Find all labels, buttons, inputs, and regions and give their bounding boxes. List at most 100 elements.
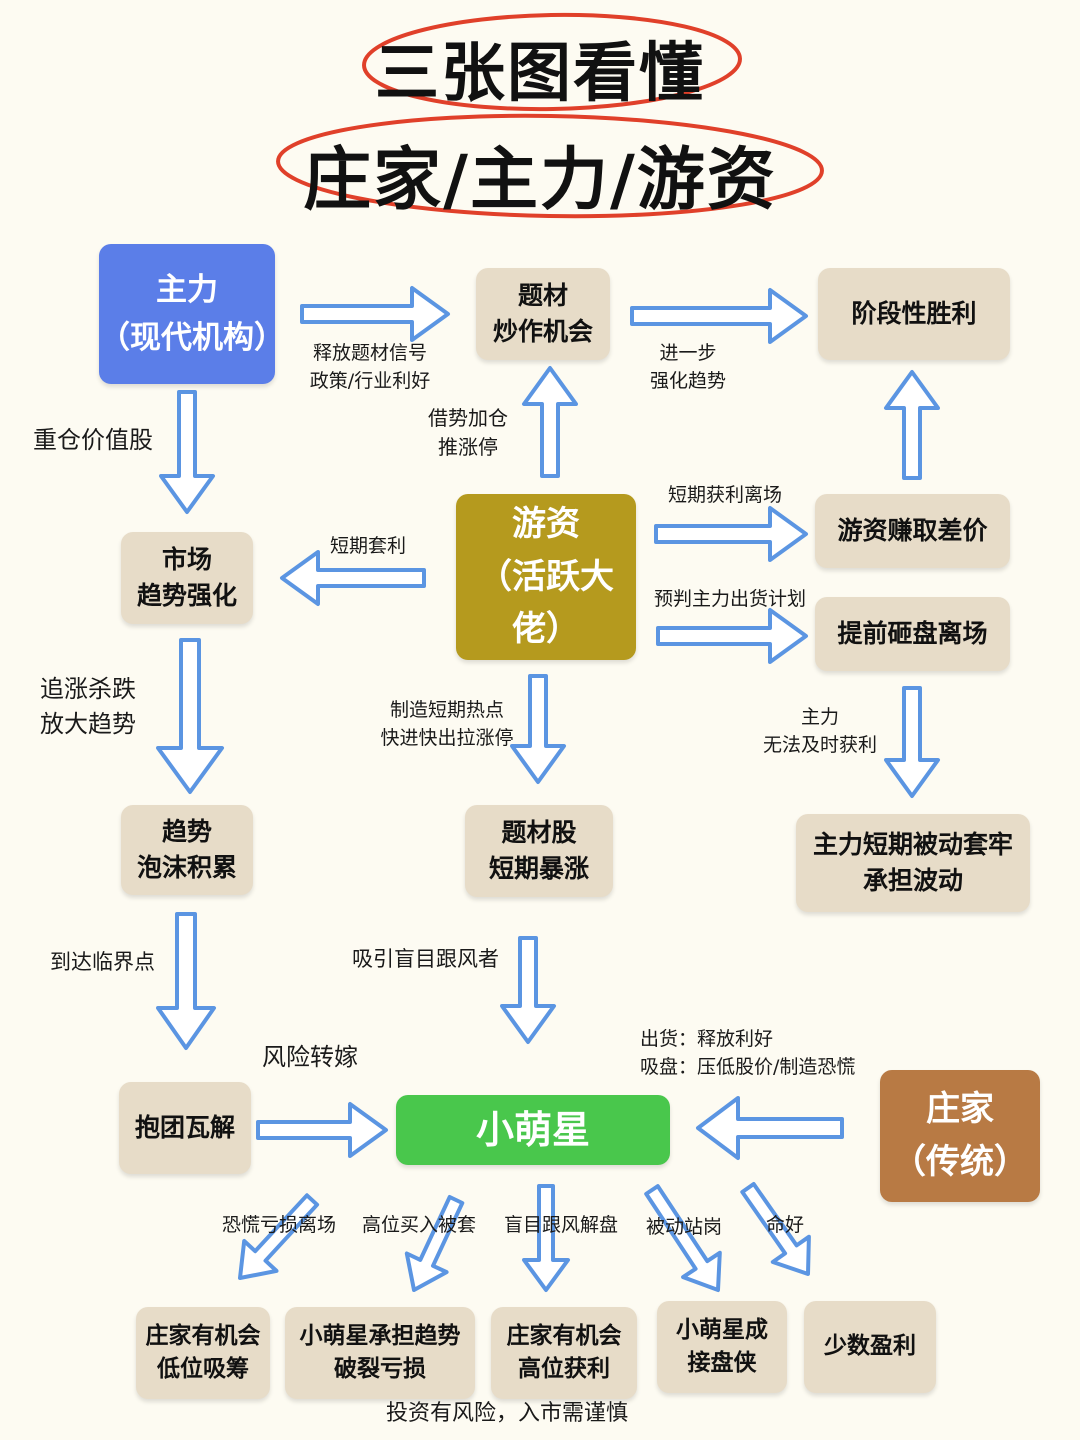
label-release-signal: 释放题材信号 政策/行业利好 bbox=[300, 340, 440, 395]
node-dealer-high-line1: 庄家有机会 bbox=[506, 1322, 622, 1349]
label-heavy-value: 重仓价值股 bbox=[33, 426, 153, 454]
arrow-surge-to-retail bbox=[500, 936, 556, 1044]
arrow-dealer-to-retail bbox=[696, 1096, 844, 1160]
node-stage-profit: 阶段性胜利 bbox=[818, 268, 1010, 360]
node-few-profit-line1: 少数盈利 bbox=[824, 1333, 916, 1360]
label-borrow-momentum-line1: 借势加仓 bbox=[428, 406, 508, 430]
node-hot-money-line1: 游资 bbox=[512, 503, 580, 544]
label-blind-sell: 盲目跟风解盘 bbox=[504, 1214, 619, 1236]
node-retail-loss: 小萌星承担趋势 破裂亏损 bbox=[285, 1307, 475, 1399]
title-ring-1 bbox=[362, 12, 742, 112]
label-chase-amplify-line1: 追涨杀跌 bbox=[40, 675, 136, 703]
node-retail: 小萌星 bbox=[396, 1095, 670, 1165]
label-release-signal-line1: 释放题材信号 bbox=[312, 342, 427, 364]
node-main-trapped-line2: 承担波动 bbox=[862, 866, 963, 895]
arrow-retail-to-few-profit bbox=[740, 1182, 811, 1276]
node-retail-line1: 小萌星 bbox=[475, 1107, 590, 1152]
label-chase-amplify-line2: 放大趋势 bbox=[40, 709, 136, 738]
node-dealer: 庄家 （传统） bbox=[880, 1070, 1040, 1202]
node-retail-loss-line1: 小萌星承担趋势 bbox=[299, 1322, 461, 1349]
label-further-trend-line2: 强化趋势 bbox=[649, 369, 726, 392]
label-predict-plan: 预判主力出货计划 bbox=[654, 588, 807, 610]
node-hot-money-spread-line1: 游资赚取差价 bbox=[837, 515, 988, 545]
arrow-dump-to-trapped bbox=[884, 686, 940, 798]
node-retail-bagholder-line1: 小萌星成 bbox=[676, 1316, 768, 1343]
node-retail-bagholder-line2: 接盘侠 bbox=[687, 1350, 757, 1376]
node-market-trend: 市场 趋势强化 bbox=[121, 532, 253, 624]
arrow-retail-to-dealer-low bbox=[238, 1193, 320, 1280]
node-retail-loss-line2: 破裂亏损 bbox=[334, 1356, 426, 1382]
label-release-signal-line2: 政策/行业利好 bbox=[309, 369, 431, 392]
arrow-retail-to-retail-loss bbox=[404, 1195, 465, 1292]
label-attract-followers: 吸引盲目跟风者 bbox=[352, 947, 499, 971]
arrow-hot-to-theme bbox=[522, 366, 578, 478]
arrow-hot-to-dump bbox=[656, 608, 808, 664]
arrow-main-to-market bbox=[159, 390, 215, 514]
title-ring-2 bbox=[276, 113, 824, 219]
label-lucky: 命好 bbox=[766, 1214, 805, 1236]
node-early-dump: 提前砸盘离场 bbox=[815, 597, 1010, 671]
label-buy-high: 高位买入被套 bbox=[362, 1214, 477, 1236]
label-dealer-actions-line1: 出货：释放利好 bbox=[640, 1028, 774, 1050]
label-main-no-profit-line1: 主力 bbox=[800, 706, 839, 728]
arrow-bubble-to-collapse bbox=[156, 912, 216, 1050]
arrow-hot-to-market bbox=[280, 550, 426, 606]
node-dealer-low-line1: 庄家有机会 bbox=[145, 1322, 261, 1349]
node-retail-bagholder: 小萌星成 接盘侠 bbox=[657, 1301, 787, 1393]
node-dealer-line1: 庄家 bbox=[926, 1089, 994, 1130]
label-passive-hold: 被动站岗 bbox=[646, 1216, 723, 1238]
label-main-no-profit-line2: 无法及时获利 bbox=[762, 733, 877, 756]
node-trend-bubble-line1: 趋势 bbox=[161, 816, 212, 846]
node-collapse: 抱团瓦解 bbox=[119, 1082, 251, 1174]
node-hot-money-line2: （活跃大佬） bbox=[478, 556, 614, 650]
node-main-force: 主力 （现代机构） bbox=[99, 244, 285, 384]
node-dealer-high: 庄家有机会 高位获利 bbox=[491, 1307, 637, 1399]
node-dealer-low: 庄家有机会 低位吸筹 bbox=[136, 1307, 270, 1399]
node-hot-money-spread: 游资赚取差价 bbox=[815, 494, 1010, 568]
label-create-hotspot: 制造短期热点 快进快出拉涨停 bbox=[374, 697, 520, 752]
node-trend-bubble-line2: 泡沫积累 bbox=[136, 853, 237, 882]
node-theme-surge: 题材股 短期暴涨 bbox=[465, 805, 613, 897]
node-theme-opportunity: 题材 炒作机会 bbox=[476, 268, 610, 360]
node-theme-surge-line1: 题材股 bbox=[501, 817, 577, 847]
node-dealer-low-line2: 低位吸筹 bbox=[157, 1356, 249, 1382]
node-theme-opportunity-line2: 炒作机会 bbox=[492, 317, 593, 346]
label-reach-critical: 到达临界点 bbox=[50, 950, 155, 974]
label-create-hotspot-line2: 快进快出拉涨停 bbox=[380, 726, 514, 749]
label-further-trend: 进一步 强化趋势 bbox=[640, 340, 736, 395]
node-early-dump-line1: 提前砸盘离场 bbox=[837, 618, 988, 648]
node-collapse-line1: 抱团瓦解 bbox=[134, 1112, 235, 1142]
label-risk-transfer: 风险转嫁 bbox=[262, 1043, 358, 1071]
arrow-main-to-theme bbox=[300, 286, 450, 342]
arrow-retail-to-bagholder bbox=[644, 1184, 722, 1292]
node-few-profit: 少数盈利 bbox=[804, 1301, 936, 1393]
title-line-2: 庄家/主力/游资 bbox=[303, 141, 777, 220]
label-borrow-momentum-line2: 推涨停 bbox=[438, 435, 498, 459]
label-borrow-momentum: 借势加仓 推涨停 bbox=[418, 404, 518, 462]
node-trend-bubble: 趋势 泡沫积累 bbox=[121, 805, 253, 895]
arrow-retail-to-dealer-high bbox=[522, 1184, 570, 1292]
label-main-no-profit: 主力 无法及时获利 bbox=[752, 704, 888, 759]
node-theme-opportunity-line1: 题材 bbox=[517, 280, 568, 310]
label-panic-exit: 恐慌亏损离场 bbox=[222, 1214, 337, 1236]
footer-disclaimer: 投资有风险，入市需谨慎 bbox=[386, 1401, 629, 1426]
node-main-trapped: 主力短期被动套牢 承担波动 bbox=[796, 814, 1030, 912]
arrow-stage-from-spread bbox=[884, 370, 940, 480]
label-short-exit: 短期获利离场 bbox=[668, 484, 783, 506]
label-chase-amplify: 追涨杀跌 放大趋势 bbox=[40, 672, 136, 742]
arrow-hot-to-spread bbox=[654, 506, 808, 562]
label-dealer-actions-line2: 吸盘：压低股价/制造恐慌 bbox=[640, 1055, 856, 1078]
arrow-theme-to-stage bbox=[630, 288, 808, 344]
label-further-trend-line1: 进一步 bbox=[659, 342, 717, 364]
title-line-1: 三张图看懂 bbox=[375, 37, 705, 111]
node-theme-surge-line2: 短期暴涨 bbox=[488, 854, 589, 883]
arrow-market-to-bubble bbox=[156, 638, 224, 794]
label-short-arbitrage: 短期套利 bbox=[330, 535, 407, 557]
node-main-force-line2: （现代机构） bbox=[99, 320, 285, 356]
node-market-trend-line1: 市场 bbox=[161, 544, 212, 574]
label-dealer-actions: 出货：释放利好 吸盘：压低股价/制造恐慌 bbox=[640, 1026, 855, 1081]
node-main-trapped-line1: 主力短期被动套牢 bbox=[812, 829, 1013, 859]
node-dealer-high-line2: 高位获利 bbox=[518, 1356, 610, 1382]
node-market-trend-line2: 趋势强化 bbox=[136, 581, 237, 610]
